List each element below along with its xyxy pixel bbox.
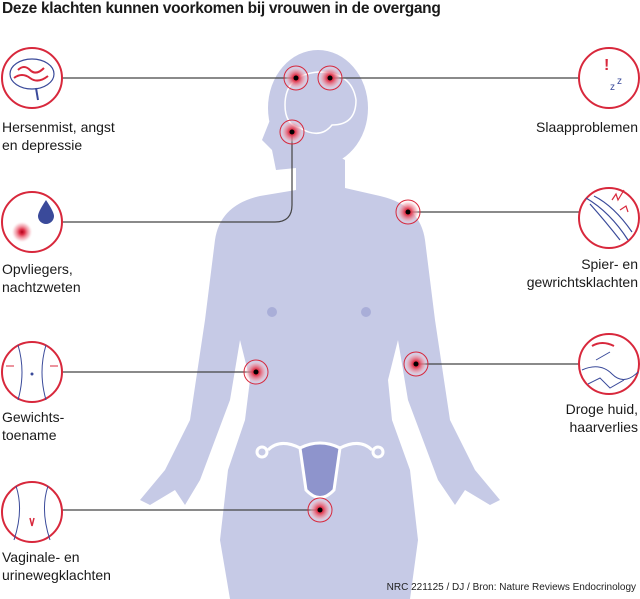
label-line: toename bbox=[2, 427, 57, 443]
belly-icon-circle bbox=[1, 341, 63, 403]
label-hot-flashes: Opvliegers, nachtzweten bbox=[2, 260, 81, 296]
label-line: Hersenmist, angst bbox=[2, 119, 115, 135]
label-vaginal-urinary: Vaginale- en urinewegklachten bbox=[2, 548, 111, 584]
belly-icon bbox=[6, 344, 58, 401]
label-dry-skin: Droge huid, haarverlies bbox=[566, 400, 638, 436]
infographic-title: Deze klachten kunnen voorkomen bij vrouw… bbox=[2, 0, 441, 17]
moon-sleep-icon: ! z z bbox=[597, 57, 624, 99]
label-sleep-problems: Slaapproblemen bbox=[536, 118, 638, 136]
dry-skin-icon bbox=[581, 342, 639, 389]
label-line: Vaginale- en bbox=[2, 549, 80, 565]
pelvis-icon bbox=[13, 485, 51, 541]
marker-waist bbox=[243, 359, 269, 385]
sleep-icon-circle bbox=[578, 47, 640, 109]
label-weight-gain: Gewichts- toename bbox=[2, 408, 64, 444]
label-line: en depressie bbox=[2, 137, 83, 153]
label-line: Spier- en bbox=[581, 256, 638, 272]
breast-right bbox=[361, 307, 371, 317]
svg-text:!: ! bbox=[604, 57, 609, 74]
uterus-icon bbox=[255, 441, 385, 499]
marker-pelvis bbox=[307, 497, 333, 523]
hot-flash-drop-icon bbox=[11, 200, 54, 243]
label-line: Opvliegers, bbox=[2, 261, 73, 277]
source-credit: NRC 221125 / DJ / Bron: Nature Reviews E… bbox=[386, 582, 636, 593]
connector-lines bbox=[62, 77, 579, 511]
label-line: nachtzweten bbox=[2, 279, 81, 295]
label-line: Gewichts- bbox=[2, 409, 65, 425]
marker-sleep bbox=[317, 65, 343, 91]
label-line: urinewegklachten bbox=[2, 567, 111, 583]
label-brain-fog: Hersenmist, angst en depressie bbox=[2, 118, 115, 154]
pelvis-icon-circle bbox=[1, 481, 63, 543]
hot-flash-icon-circle bbox=[1, 191, 63, 253]
label-line: haarverlies bbox=[569, 419, 638, 435]
marker-shoulder bbox=[395, 199, 421, 225]
label-line: Droge huid, bbox=[565, 401, 638, 417]
symptom-markers bbox=[243, 65, 429, 523]
label-muscle-joint: Spier- en gewrichtsklachten bbox=[527, 255, 638, 291]
muscle-icon-circle bbox=[578, 187, 640, 249]
svg-text:z: z bbox=[617, 76, 622, 87]
muscle-icon bbox=[585, 189, 633, 241]
label-line: Slaapproblemen bbox=[536, 119, 638, 135]
svg-text:z: z bbox=[610, 82, 615, 93]
marker-face bbox=[279, 119, 305, 145]
marker-brain bbox=[283, 65, 309, 91]
brain-icon bbox=[9, 58, 55, 101]
marker-arm bbox=[403, 351, 429, 377]
label-line: gewrichtsklachten bbox=[526, 274, 638, 290]
breast-left bbox=[267, 307, 277, 317]
